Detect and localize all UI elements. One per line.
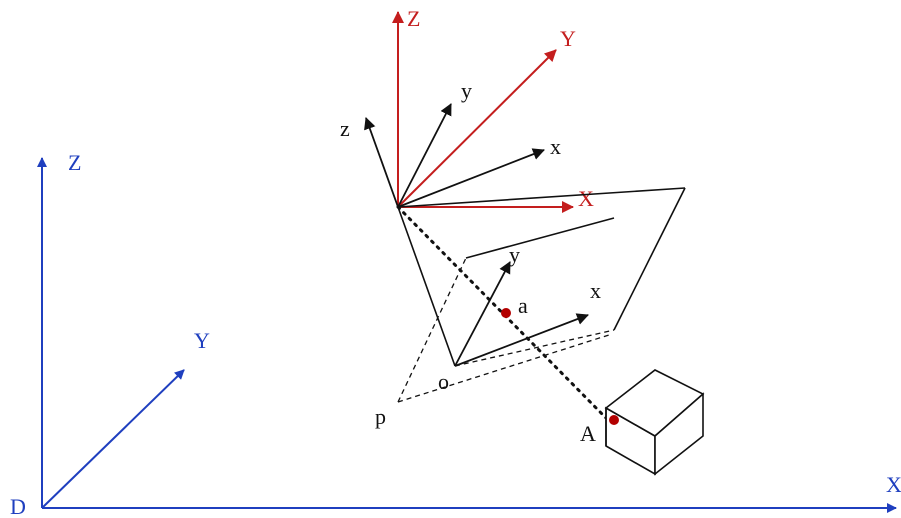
rotated-frame: z y x: [340, 78, 561, 208]
plane-dashed-p-bottom: [397, 333, 613, 403]
image-x-label: x: [590, 278, 601, 303]
image-origin-label: o: [438, 369, 449, 394]
image-plane: y x o p: [375, 187, 686, 429]
rotated-x-axis: [397, 148, 545, 208]
world-y-label: Y: [194, 328, 210, 353]
plane-dashed-p-left: [397, 257, 467, 403]
rotated-y-axis: [397, 103, 452, 208]
plane-edge-left: [397, 206, 456, 367]
world-origin-label: D: [10, 494, 26, 518]
rotated-z-label: z: [340, 116, 350, 141]
projection-ray: [396, 205, 608, 420]
plane-dashed-bottom: [454, 329, 615, 367]
plane-edge-right: [613, 187, 686, 331]
rotated-x-label: x: [550, 134, 561, 159]
rotated-z-axis: [364, 117, 399, 208]
principal-point-label: p: [375, 404, 386, 429]
cube-side-face: [654, 392, 704, 476]
object-point-A: [609, 415, 619, 425]
camera-x-label: X: [578, 186, 594, 211]
object-point-label: A: [580, 421, 596, 446]
cube-object: [604, 369, 705, 476]
camera-y-axis: [397, 49, 557, 208]
world-y-axis: [41, 369, 185, 509]
camera-frame: Z Y X: [392, 6, 594, 213]
world-x-label: X: [886, 472, 901, 497]
world-frame: Z Y X D: [10, 150, 901, 518]
image-y-axis: [454, 261, 511, 367]
world-z-label: Z: [68, 150, 81, 175]
camera-z-label: Z: [407, 6, 420, 31]
camera-y-label: Y: [560, 26, 576, 51]
image-point-label: a: [518, 293, 528, 318]
image-point-a: [501, 308, 511, 318]
image-x-axis: [454, 313, 589, 367]
plane-inner-top: [465, 217, 615, 259]
rotated-y-label: y: [461, 78, 472, 103]
image-y-label: y: [509, 242, 520, 267]
plane-edge-top: [397, 187, 686, 208]
